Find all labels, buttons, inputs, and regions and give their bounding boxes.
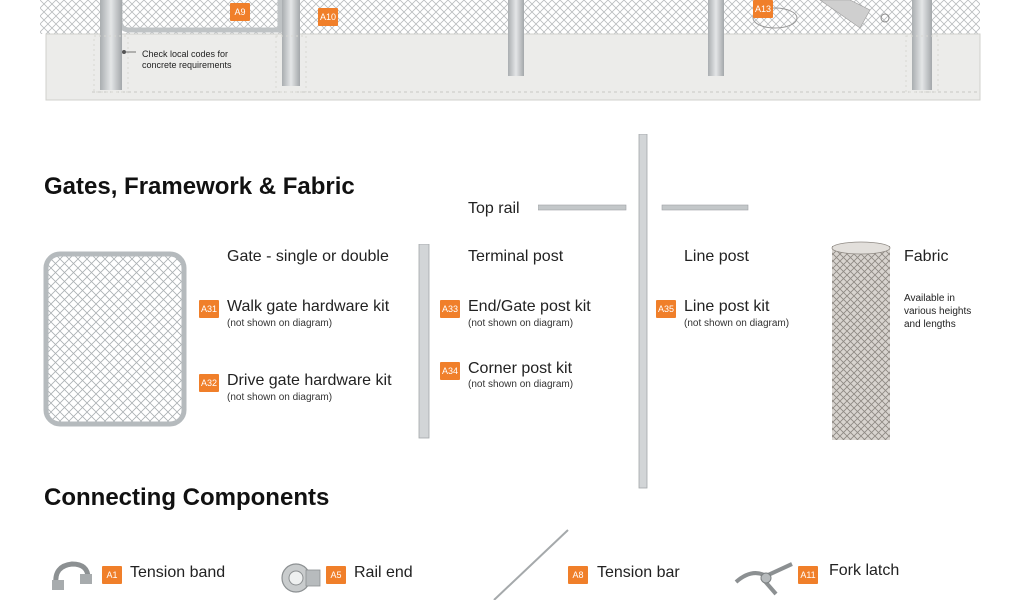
fence-diagram: A9 A10 A13 Check local codes for concret… bbox=[0, 0, 1024, 110]
fabric-label: Fabric bbox=[904, 248, 949, 265]
top-rail-image bbox=[538, 204, 749, 211]
badge-a8: A8 bbox=[568, 566, 588, 584]
tension-band-image bbox=[52, 561, 92, 590]
badge-a13: A13 bbox=[753, 0, 773, 18]
drive-gate-kit-sub: (not shown on diagram) bbox=[227, 392, 333, 403]
tension-bar-label: Tension bar bbox=[597, 564, 680, 581]
concrete-note: Check local codes for concrete requireme… bbox=[142, 49, 232, 71]
fence-illustration bbox=[40, 0, 981, 101]
corner-post-kit-label: Corner post kit bbox=[468, 360, 573, 377]
walk-gate-kit-label: Walk gate hardware kit bbox=[227, 298, 390, 315]
badge-a32: A32 bbox=[199, 374, 219, 392]
fork-latch-label: Fork latch bbox=[829, 562, 900, 579]
badge-a10: A10 bbox=[318, 8, 338, 26]
fork-latch-image bbox=[734, 562, 793, 596]
drive-gate-kit-label: Drive gate hardware kit bbox=[227, 372, 392, 389]
rail-end-image bbox=[281, 563, 321, 593]
line-post-kit-label: Line post kit bbox=[684, 298, 770, 315]
line-post-image bbox=[638, 134, 648, 489]
fabric-note: Available in various heights and lengths bbox=[904, 292, 971, 331]
terminal-post-image bbox=[418, 244, 430, 439]
tension-bar-image bbox=[493, 529, 569, 600]
badge-a33: A33 bbox=[440, 300, 460, 318]
line-post-label: Line post bbox=[684, 248, 749, 265]
badge-a11: A11 bbox=[798, 566, 818, 584]
badge-a35: A35 bbox=[656, 300, 676, 318]
concrete-note-line2: concrete requirements bbox=[142, 60, 232, 70]
fabric-note-line3: and lengths bbox=[904, 319, 956, 330]
fabric-note-line1: Available in bbox=[904, 293, 955, 304]
terminal-post-label: Terminal post bbox=[468, 248, 564, 265]
badge-a1: A1 bbox=[102, 566, 122, 584]
rail-end-label: Rail end bbox=[354, 564, 413, 581]
section-title-gates: Gates, Framework & Fabric bbox=[44, 173, 355, 200]
top-rail-label: Top rail bbox=[468, 200, 520, 217]
fabric-roll-image bbox=[831, 241, 891, 440]
line-post-kit-sub: (not shown on diagram) bbox=[684, 318, 790, 329]
gate-image bbox=[43, 251, 187, 427]
fabric-note-line2: various heights bbox=[904, 306, 972, 317]
concrete-note-line1: Check local codes for bbox=[142, 49, 229, 59]
gate-label: Gate - single or double bbox=[227, 248, 389, 265]
end-gate-post-kit-label: End/Gate post kit bbox=[468, 298, 591, 315]
badge-a34: A34 bbox=[440, 362, 460, 380]
section-title-connecting: Connecting Components bbox=[44, 484, 330, 511]
tension-band-label: Tension band bbox=[130, 564, 226, 581]
walk-gate-kit-sub: (not shown on diagram) bbox=[227, 318, 333, 329]
end-gate-post-kit-sub: (not shown on diagram) bbox=[468, 318, 574, 329]
badge-a9: A9 bbox=[230, 3, 250, 21]
corner-post-kit-sub: (not shown on diagram) bbox=[468, 379, 574, 390]
badge-a5: A5 bbox=[326, 566, 346, 584]
badge-a31: A31 bbox=[199, 300, 219, 318]
